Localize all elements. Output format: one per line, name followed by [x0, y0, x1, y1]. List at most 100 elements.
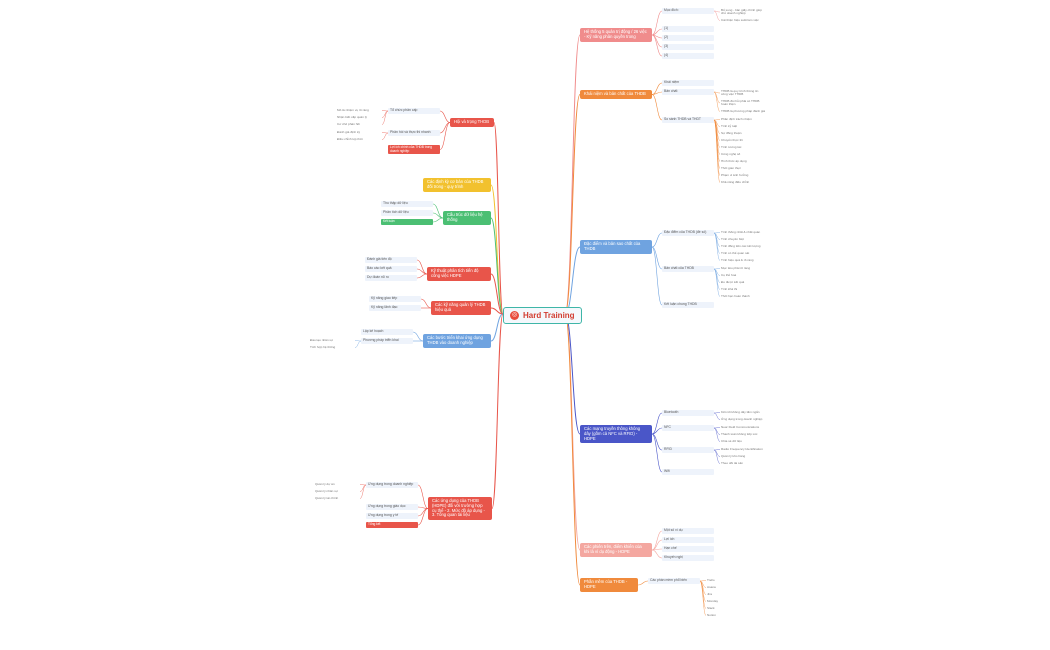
- leaf-right-4-0-1[interactable]: Ứng dụng trong doanh nghiệp: [721, 417, 763, 421]
- leaf-right-3-1-0[interactable]: Mục tiêu phải rõ ràng: [721, 266, 751, 270]
- branch-topic-left-6[interactable]: Các bước triển khai ứng dụng THDB vào do…: [423, 334, 491, 348]
- leaf-right-6-0-3[interactable]: Monday: [707, 599, 719, 603]
- subtopic-left-7-1[interactable]: Ứng dụng trong giáo dục: [366, 504, 418, 510]
- leaf-right-3-0-0[interactable]: Tính thống nhất & nhất quán: [721, 230, 761, 234]
- leaf-right-1-0-0[interactable]: Bổ sung - bản giấy chính giúp chủ doanh …: [721, 8, 762, 16]
- leaf-right-6-0-4[interactable]: Slack: [707, 606, 715, 610]
- subtopic-left-1-1[interactable]: Phản hồi và thực thi nhanh: [388, 130, 440, 136]
- leaf-right-6-0-5[interactable]: Notion: [707, 613, 716, 617]
- subtopic-right-5-1[interactable]: Lợi ích: [662, 537, 714, 543]
- subtopic-right-5-2[interactable]: Hạn chế: [662, 546, 714, 552]
- subtopic-left-3-2[interactable]: Kết luận: [381, 219, 433, 225]
- leaf-right-2-2-2[interactable]: Sự đồng thuận: [721, 131, 742, 135]
- leaf-left-7-0-1[interactable]: Quản lý nhân sự: [315, 489, 338, 493]
- branch-topic-right-1[interactable]: Hệ thống 5 quản trị động / 26 việc - Kỹ …: [580, 28, 652, 42]
- leaf-right-2-2-9[interactable]: Khả năng điều chỉnh: [721, 180, 750, 184]
- leaf-right-3-1-3[interactable]: Tính khả thi: [721, 287, 738, 291]
- leaf-right-2-2-6[interactable]: Hình thức áp dụng: [721, 159, 747, 163]
- subtopic-left-4-2[interactable]: Dự đoán rủi ro: [365, 275, 417, 281]
- leaf-right-6-0-1[interactable]: Asana: [707, 585, 716, 589]
- leaf-right-2-2-1[interactable]: Tính kỷ luật: [721, 124, 737, 128]
- subtopic-right-4-2[interactable]: RFID: [662, 447, 714, 453]
- subtopic-right-1-1[interactable]: (1): [662, 26, 714, 32]
- subtopic-left-3-1[interactable]: Phân tích dữ liệu: [381, 210, 433, 216]
- branch-topic-right-2[interactable]: Khái niệm và bản chất của THDB: [580, 90, 652, 99]
- leaf-right-2-2-8[interactable]: Phạm vi ảnh hưởng: [721, 173, 749, 177]
- branch-topic-right-4[interactable]: Các mạng truyền thông không dây (gồm cả …: [580, 425, 652, 444]
- leaf-right-4-2-0[interactable]: Radio Frequency Identification: [721, 447, 763, 451]
- subtopic-right-3-0[interactable]: Đặc điểm của THDB (đề số): [662, 230, 714, 236]
- subtopic-right-3-1[interactable]: Bản chất của THDB: [662, 266, 714, 272]
- branch-topic-right-6[interactable]: Phần mềm của THDB - HDPE: [580, 578, 638, 592]
- leaf-right-2-1-2[interactable]: THDB là phương pháp đánh giá: [721, 109, 766, 113]
- subtopic-right-3-2[interactable]: Kết luận chung THDB: [662, 302, 714, 308]
- subtopic-left-4-1[interactable]: Báo cáo kết quả: [365, 266, 417, 272]
- leaf-right-2-2-5[interactable]: Công nghệ số: [721, 152, 741, 156]
- leaf-right-3-0-4[interactable]: Tính hiệu quả & rõ ràng: [721, 258, 754, 262]
- subtopic-right-1-3[interactable]: (3): [662, 44, 714, 50]
- subtopic-right-4-0[interactable]: Bluetooth: [662, 410, 714, 416]
- branch-topic-left-3[interactable]: Cấu trúc dữ liệu hệ thống: [443, 211, 491, 225]
- branch-topic-left-5[interactable]: Các kỹ năng quản lý THDB hiệu quả: [431, 301, 491, 315]
- root-topic[interactable]: ◎Hard Training: [503, 307, 582, 325]
- subtopic-left-1-0[interactable]: Tổ chức phân cấp: [388, 108, 440, 114]
- subtopic-right-2-0[interactable]: Khái niệm: [662, 80, 714, 86]
- leaf-right-3-1-2[interactable]: Đo được kết quả: [721, 280, 745, 284]
- subtopic-right-5-0[interactable]: Một số ví dụ: [662, 528, 714, 534]
- subtopic-left-1-2[interactable]: Lợi ích chính của THDB trong doanh nghiệ…: [388, 145, 440, 155]
- leaf-right-4-1-0[interactable]: Near Field Communications: [721, 425, 760, 429]
- leaf-right-4-2-1[interactable]: Quản lý kho hàng: [721, 454, 746, 458]
- leaf-right-2-1-0[interactable]: THDB là quy trình thông tin công việc TH…: [721, 89, 759, 97]
- leaf-right-3-0-3[interactable]: Tính có thể quan sát: [721, 251, 750, 255]
- leaf-right-3-1-4[interactable]: Thời hạn hoàn thành: [721, 294, 750, 298]
- branch-topic-left-4[interactable]: Kỹ thuật phân tích tiến độ công việc HDP…: [427, 267, 491, 281]
- subtopic-left-4-0[interactable]: Đánh giá tiến độ: [365, 257, 417, 263]
- leaf-right-4-0-0[interactable]: Kết nối không dây tầm ngắn: [721, 410, 760, 414]
- leaf-right-2-2-7[interactable]: Thời gian thực: [721, 166, 742, 170]
- leaf-right-4-1-1[interactable]: Thanh toán không tiếp xúc: [721, 432, 758, 436]
- leaf-right-3-0-2[interactable]: Tính đồng tiền các kết lượng: [721, 244, 761, 248]
- leaf-right-2-2-3[interactable]: Chuyển thực thi: [721, 138, 743, 142]
- leaf-right-1-0-1[interactable]: Cải thiện hiệu suất làm việc: [721, 18, 759, 22]
- leaf-left-1-1-1[interactable]: Điều chỉnh kịp thời: [337, 137, 363, 141]
- leaf-right-6-0-2[interactable]: Jira: [707, 592, 712, 596]
- branch-topic-right-5[interactable]: Các phiên trên, điểm khiển của khi là ví…: [580, 543, 652, 557]
- subtopic-left-7-2[interactable]: Ứng dụng trong y tế: [366, 513, 418, 519]
- subtopic-left-6-0[interactable]: Lập kế hoạch: [361, 329, 413, 335]
- subtopic-left-7-0[interactable]: Ứng dụng trong doanh nghiệp: [366, 482, 418, 488]
- leaf-right-2-2-4[interactable]: Tính tương tác: [721, 145, 742, 149]
- leaf-right-4-2-2[interactable]: Theo dõi tài sản: [721, 461, 744, 465]
- subtopic-right-2-1[interactable]: Bản chất: [662, 89, 714, 95]
- leaf-right-3-0-1[interactable]: Tính chuyên biệt: [721, 237, 744, 241]
- subtopic-left-3-0[interactable]: Thu thập dữ liệu: [381, 201, 433, 207]
- leaf-right-3-1-1[interactable]: Cụ thể hoá: [721, 273, 737, 277]
- leaf-left-1-1-0[interactable]: Đánh giá định kỳ: [337, 130, 361, 134]
- leaf-left-1-0-0[interactable]: Mô tả nhiệm vụ rõ ràng: [337, 108, 369, 112]
- subtopic-left-5-0[interactable]: Kỹ năng giao tiếp: [369, 296, 421, 302]
- subtopic-left-7-3[interactable]: Tổng kết: [366, 522, 418, 528]
- subtopic-left-6-1[interactable]: Phương pháp triển khai: [361, 338, 413, 344]
- leaf-right-6-0-0[interactable]: Trello: [707, 578, 715, 582]
- leaf-left-1-0-1[interactable]: Nhận biết cấp quản lý: [337, 115, 367, 119]
- subtopic-right-5-3[interactable]: Khuyến nghị: [662, 555, 714, 561]
- subtopic-right-6-0[interactable]: Các phần mềm phổ biến: [648, 578, 700, 584]
- leaf-left-6-1-1[interactable]: Tích hợp hệ thống: [310, 345, 336, 349]
- subtopic-right-4-3[interactable]: Wifi: [662, 469, 714, 475]
- leaf-left-7-0-2[interactable]: Quản lý tài chính: [315, 496, 339, 500]
- leaf-right-4-1-2[interactable]: Chia sẻ dữ liệu: [721, 439, 742, 443]
- subtopic-right-1-0[interactable]: Mục đích:: [662, 8, 714, 14]
- branch-topic-right-3[interactable]: Đặc điểm và bản sao chất của THDB: [580, 240, 652, 254]
- leaf-right-2-2-0[interactable]: Phân định trách nhiệm: [721, 117, 752, 121]
- leaf-left-6-1-0[interactable]: Đào tạo nhân sự: [310, 338, 334, 342]
- leaf-left-1-0-2[interactable]: Cơ chế phản hồi: [337, 122, 360, 126]
- branch-topic-left-7[interactable]: Các ứng dụng của THDB (HDPE) đối với trư…: [428, 497, 492, 521]
- subtopic-right-2-2[interactable]: So sánh THDB và THDT: [662, 117, 714, 123]
- subtopic-right-1-2[interactable]: (2): [662, 35, 714, 41]
- branch-topic-left-1[interactable]: Hội và trọng THDB: [450, 118, 494, 127]
- leaf-left-7-0-0[interactable]: Quản lý dự án: [315, 482, 335, 486]
- leaf-right-2-1-1[interactable]: THDB đòi hỏi phải có THDB hoàn thiện: [721, 99, 760, 107]
- subtopic-left-5-1[interactable]: Kỹ năng lãnh đạo: [369, 305, 421, 311]
- subtopic-right-4-1[interactable]: NFC: [662, 425, 714, 431]
- subtopic-right-1-4[interactable]: (4): [662, 53, 714, 59]
- branch-topic-left-2[interactable]: Các định kỳ cơ bản của THDB đối trong - …: [423, 178, 491, 192]
